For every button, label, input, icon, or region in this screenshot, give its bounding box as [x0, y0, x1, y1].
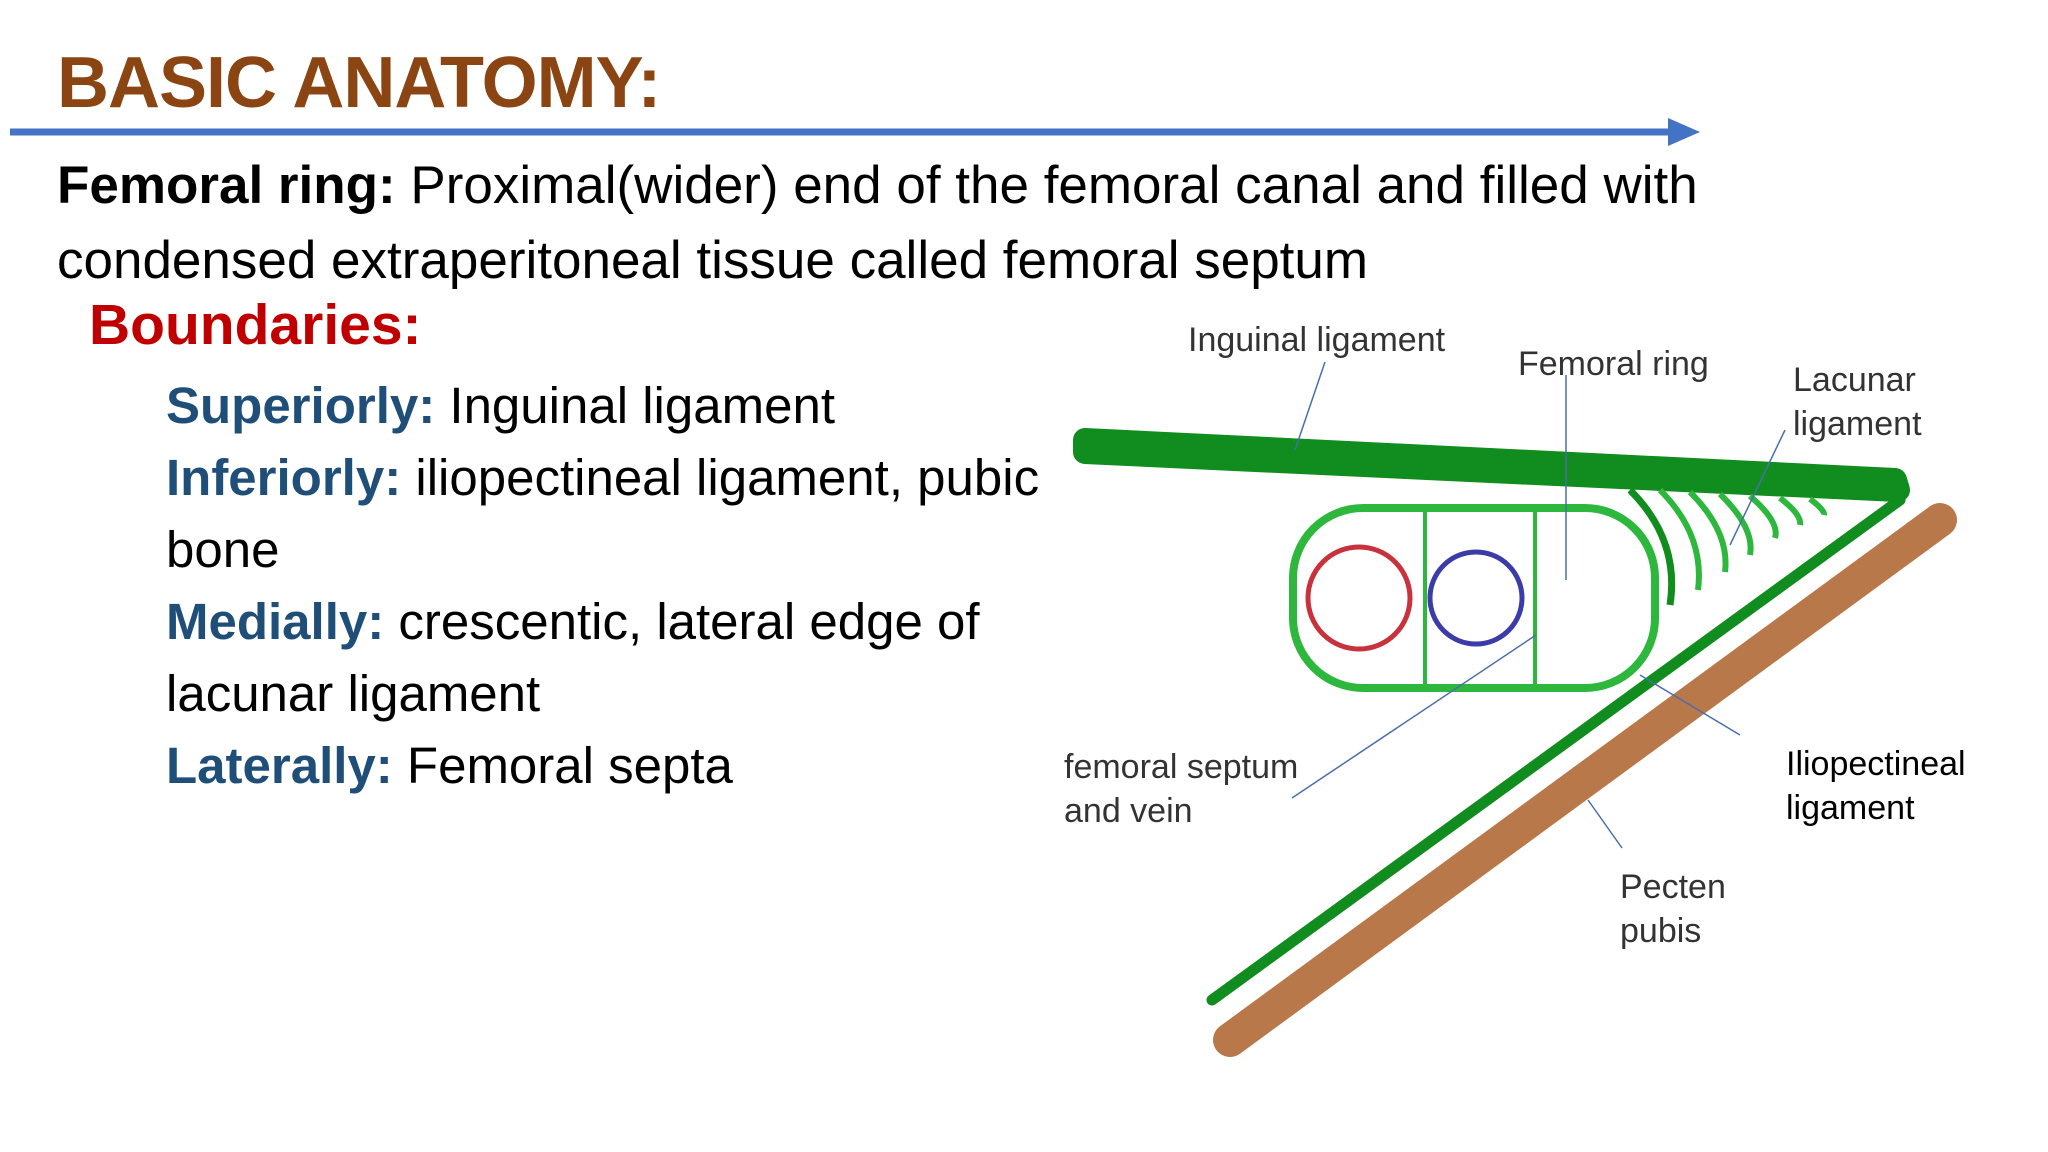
slide-title: BASIC ANATOMY:	[57, 43, 661, 123]
boundary-inferiorly: Inferiorly: iliopectineal ligament, pubi…	[166, 442, 1066, 586]
boundaries-list: Superiorly: Inguinal ligament Inferiorly…	[166, 370, 1066, 802]
boundary-text: Inguinal ligament	[435, 377, 835, 434]
label-femoral-ring: Femoral ring	[1518, 345, 1709, 383]
leader-pecten-pubis	[1587, 799, 1623, 849]
boundaries-heading: Boundaries:	[89, 293, 422, 357]
femoral-canal-outline	[1289, 504, 1659, 692]
boundary-superiorly: Superiorly: Inguinal ligament	[166, 370, 1066, 442]
label-femoral-septum-and-vein: femoral septum and vein	[1064, 748, 1299, 830]
boundary-laterally: Laterally: Femoral septa	[166, 730, 1066, 802]
label-iliopectineal-ligament: Iliopectineal ligament	[1786, 745, 1966, 827]
label-pecten-pubis: Pecten pubis	[1620, 868, 1726, 950]
inguinal-ligament	[1073, 428, 1910, 502]
pecten-pubis-bone	[1213, 503, 1957, 1057]
femoral-ring-definition: Femoral ring: Proximal(wider) end of the…	[57, 148, 1737, 298]
boundary-text: crescentic, lateral edge of lacunar liga…	[166, 593, 980, 722]
femoral-ring-text: Proximal(wider) end of the femoral canal…	[57, 156, 1698, 290]
boundary-medially: Medially: crescentic, lateral edge of la…	[166, 586, 1066, 730]
label-lacunar-ligament: Lacunar ligament	[1793, 361, 1922, 443]
iliopectineal-ligament	[1206, 494, 1906, 1006]
boundary-text: Femoral septa	[392, 737, 733, 794]
leader-iliopectineal-ligament	[1639, 674, 1741, 736]
label-inguinal-ligament: Inguinal ligament	[1188, 321, 1446, 359]
boundary-text: iliopectineal ligament, pubic bone	[166, 449, 1040, 578]
leader-lacunar-ligament	[1729, 429, 1786, 546]
femoral-vein	[1427, 549, 1525, 647]
boundary-label: Medially:	[166, 593, 385, 650]
boundary-label: Inferiorly:	[166, 449, 402, 506]
leader-inguinal-ligament	[1294, 361, 1326, 451]
boundary-label: Superiorly:	[166, 377, 436, 434]
femoral-ring-diagram	[1073, 361, 1957, 1057]
leader-femoral-septum	[1291, 634, 1537, 799]
lacunar-ligament-fibers	[1627, 487, 1828, 606]
femoral-artery	[1305, 544, 1413, 652]
femoral-ring-term: Femoral ring:	[57, 156, 396, 215]
title-underline-arrow	[10, 118, 1700, 146]
boundary-label: Laterally:	[166, 737, 393, 794]
